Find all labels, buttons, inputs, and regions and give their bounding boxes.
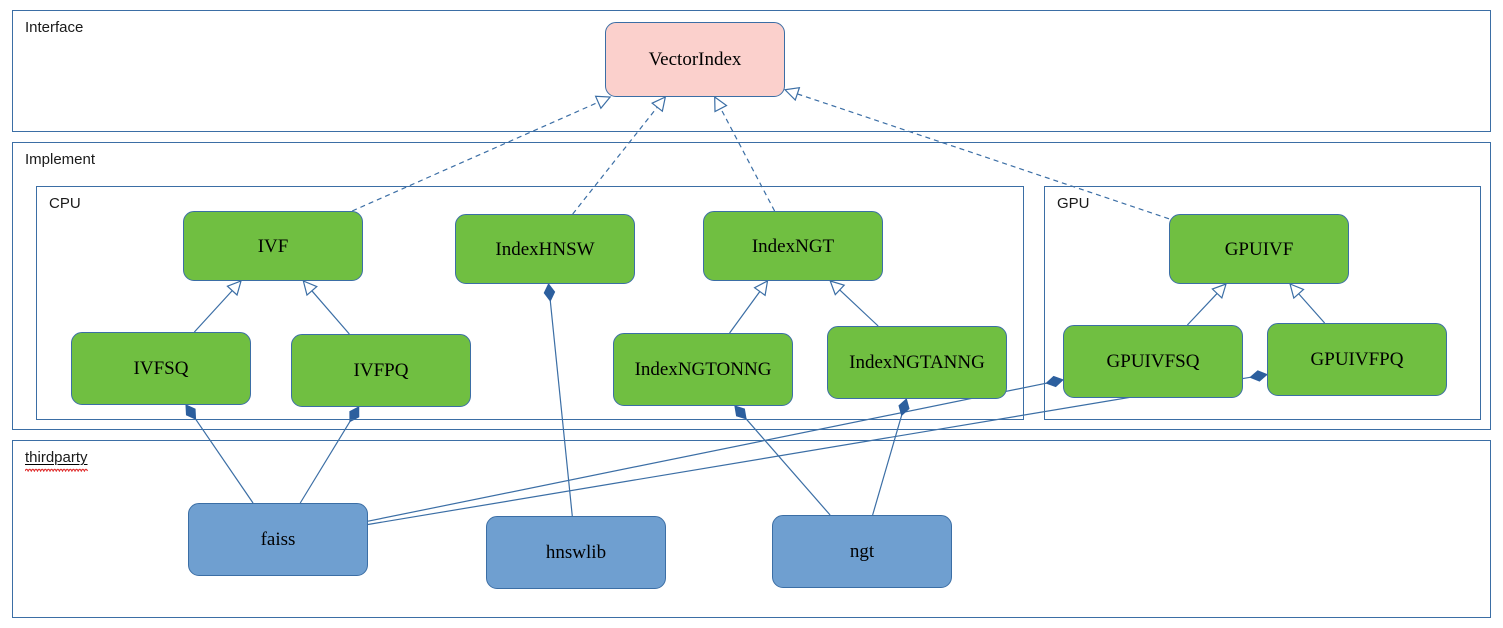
container-cpu: CPU bbox=[36, 186, 1024, 420]
node-label-gpuivfsq: GPUIVFSQ bbox=[1106, 351, 1200, 372]
node-label-indexngtanng: IndexNGTANNG bbox=[849, 352, 985, 373]
spellcheck-squiggle-icon bbox=[25, 468, 88, 472]
node-ngt[interactable]: ngt bbox=[772, 515, 952, 588]
node-indexngt[interactable]: IndexNGT bbox=[703, 211, 883, 281]
node-label-ngt: ngt bbox=[849, 541, 875, 562]
node-hnswlib[interactable]: hnswlib bbox=[486, 516, 666, 589]
container-label-gpu: GPU bbox=[1057, 195, 1090, 212]
node-label-ivfsq: IVFSQ bbox=[133, 358, 189, 379]
node-label-faiss: faiss bbox=[260, 529, 296, 550]
node-vectorindex[interactable]: VectorIndex bbox=[605, 22, 785, 97]
container-gpu: GPU bbox=[1044, 186, 1481, 420]
node-label-indexngtonng: IndexNGTONNG bbox=[634, 359, 772, 380]
container-label-cpu: CPU bbox=[49, 195, 81, 212]
container-interface: Interface bbox=[12, 10, 1491, 132]
node-indexngtanng[interactable]: IndexNGTANNG bbox=[827, 326, 1007, 399]
node-ivfsq[interactable]: IVFSQ bbox=[71, 332, 251, 405]
node-label-gpuivf: GPUIVF bbox=[1224, 238, 1294, 260]
node-faiss[interactable]: faiss bbox=[188, 503, 368, 576]
node-label-ivfpq: IVFPQ bbox=[353, 360, 409, 381]
container-implement: Implement bbox=[12, 142, 1491, 430]
node-gpuivfsq[interactable]: GPUIVFSQ bbox=[1063, 325, 1243, 398]
container-label-interface: Interface bbox=[25, 19, 84, 36]
node-ivfpq[interactable]: IVFPQ bbox=[291, 334, 471, 407]
node-label-indexhnsw: IndexHNSW bbox=[495, 238, 595, 260]
container-label-thirdparty: thirdparty bbox=[25, 449, 88, 472]
node-label-vectorindex: VectorIndex bbox=[648, 49, 742, 70]
node-gpuivfpq[interactable]: GPUIVFPQ bbox=[1267, 323, 1447, 396]
node-label-hnswlib: hnswlib bbox=[545, 542, 607, 563]
container-thirdparty: thirdparty bbox=[12, 440, 1491, 618]
container-label-implement: Implement bbox=[25, 151, 96, 168]
node-label-indexngt: IndexNGT bbox=[751, 235, 835, 257]
node-ivf[interactable]: IVF bbox=[183, 211, 363, 281]
node-label-gpuivfpq: GPUIVFPQ bbox=[1310, 349, 1404, 370]
node-indexhnsw[interactable]: IndexHNSW bbox=[455, 214, 635, 284]
node-gpuivf[interactable]: GPUIVF bbox=[1169, 214, 1349, 284]
node-label-ivf: IVF bbox=[257, 235, 289, 257]
node-indexngtonng[interactable]: IndexNGTONNG bbox=[613, 333, 793, 406]
